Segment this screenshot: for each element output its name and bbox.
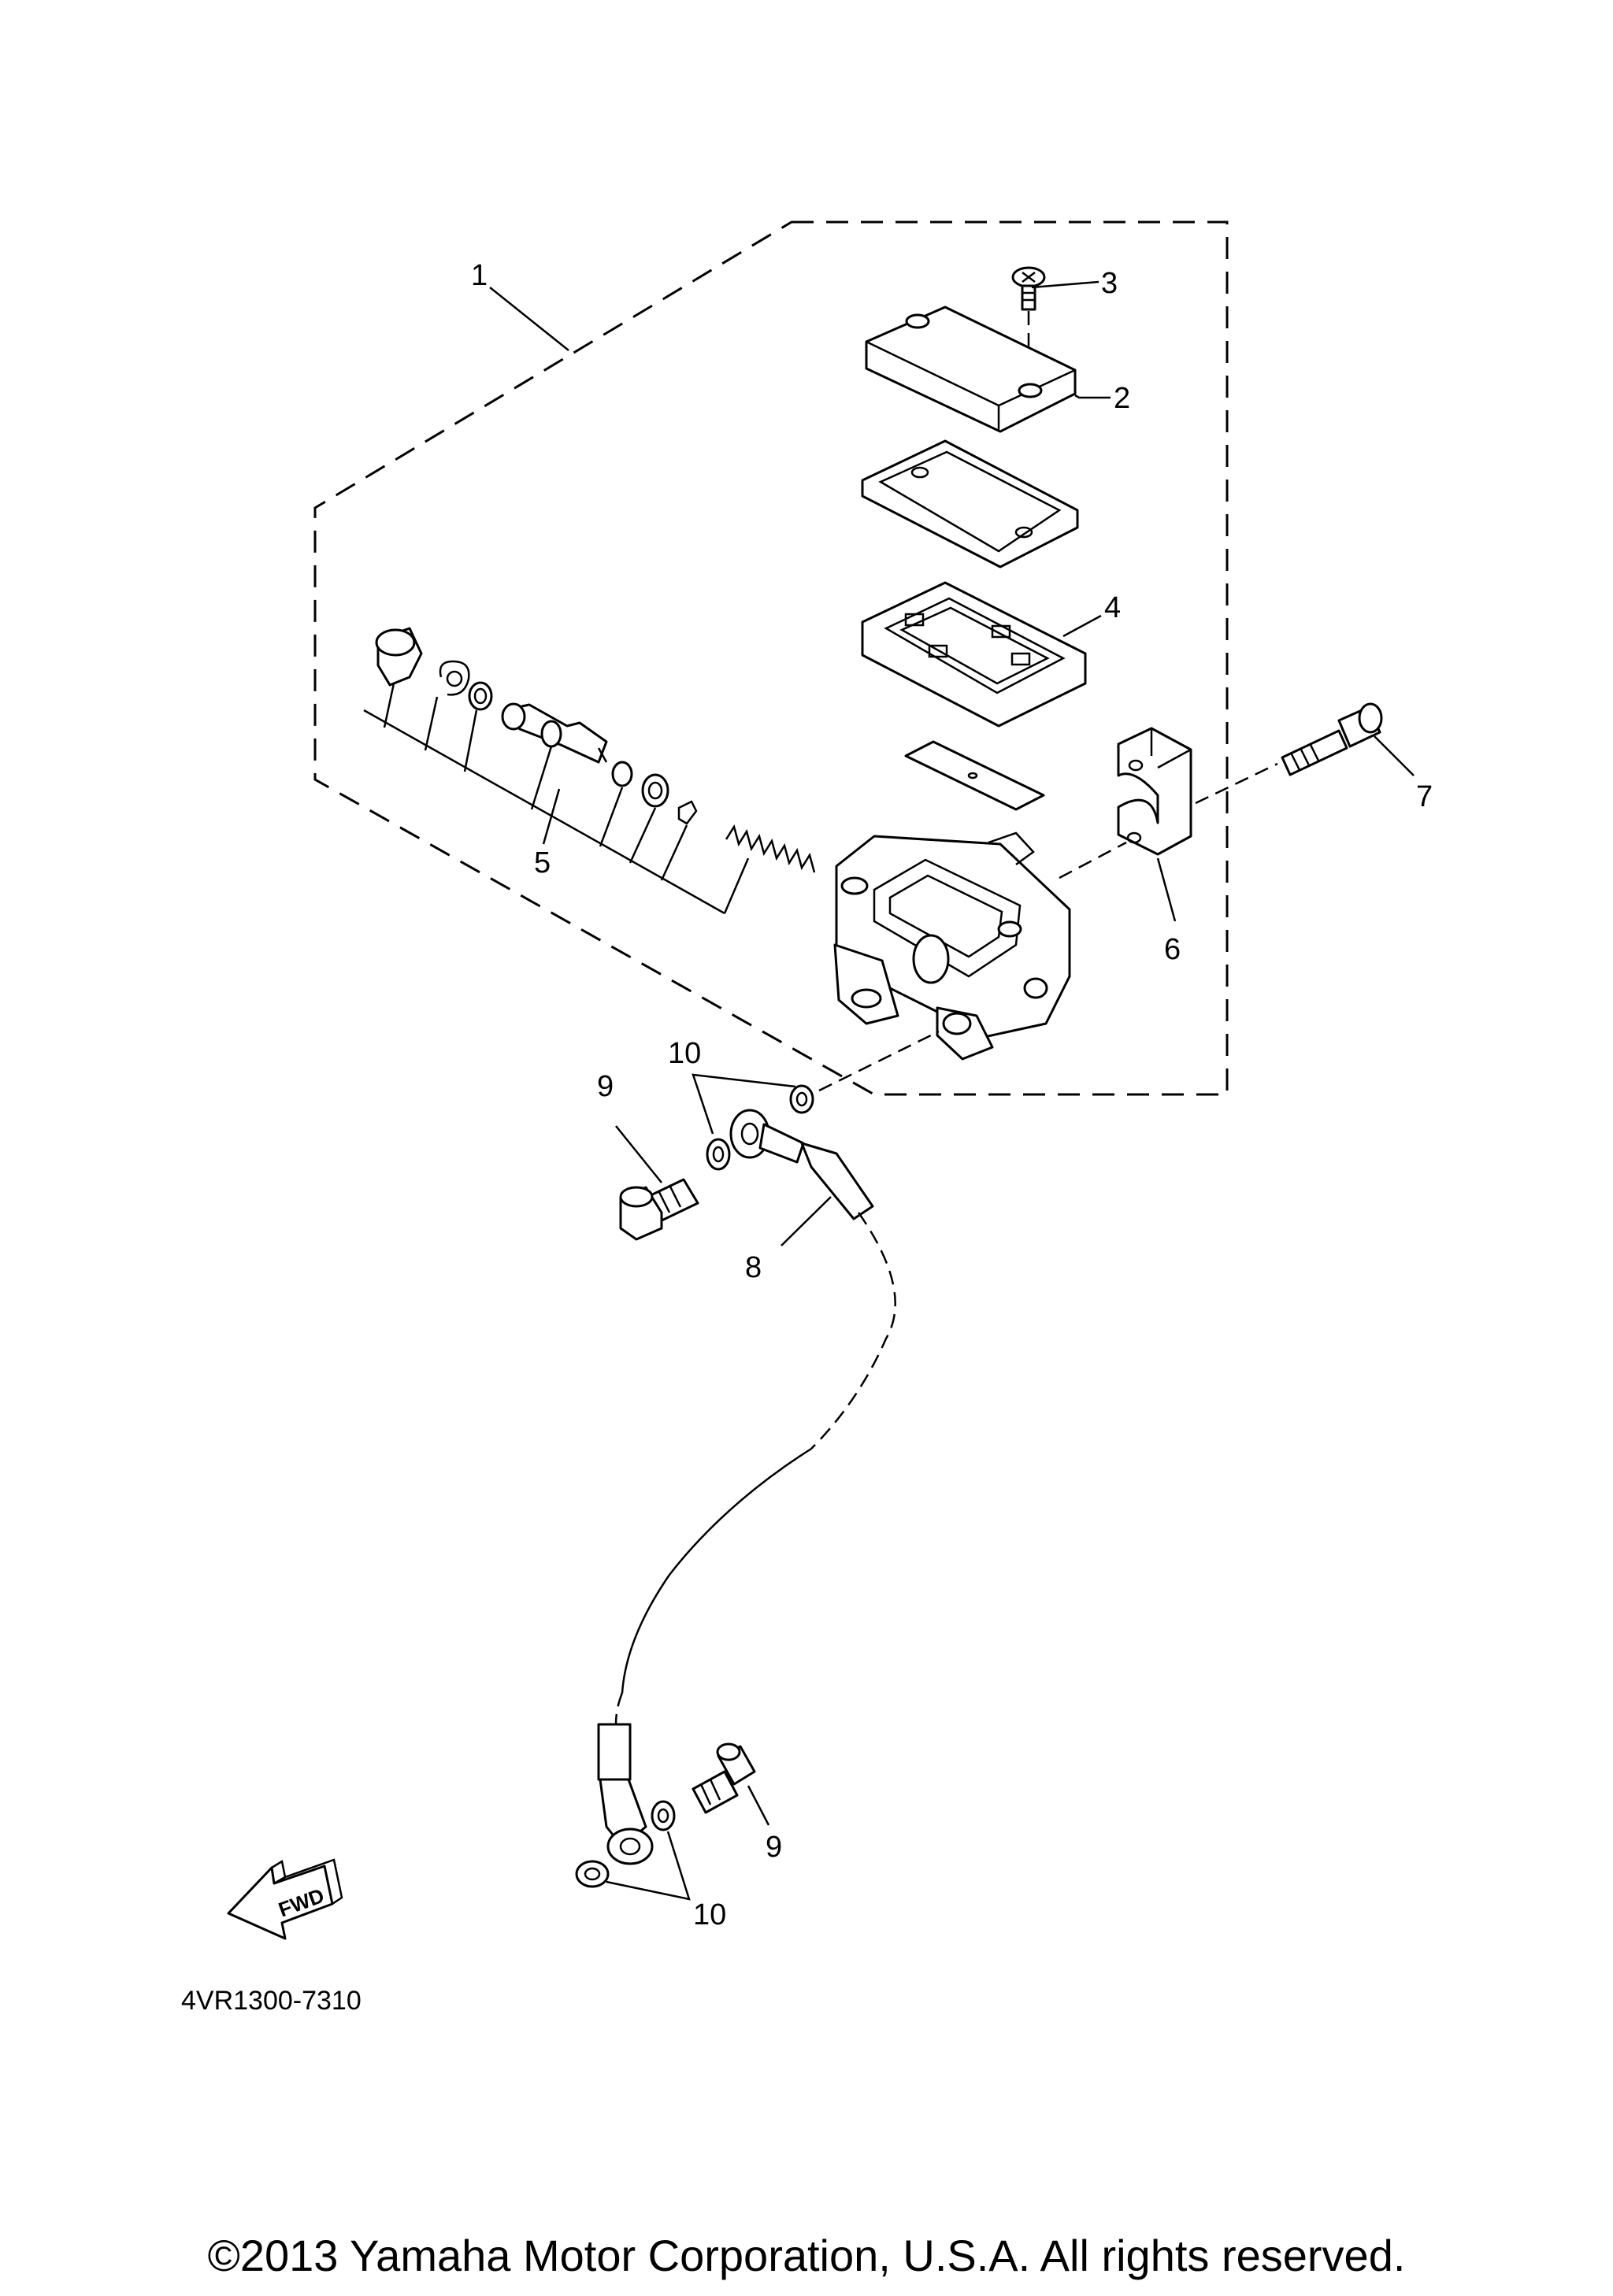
leader-8 bbox=[781, 1196, 832, 1246]
callout-4: 4 bbox=[1104, 591, 1121, 624]
leader-3 bbox=[1031, 280, 1099, 289]
washer bbox=[575, 1860, 610, 1888]
reservoir-cap bbox=[865, 306, 1077, 433]
washer bbox=[789, 1084, 814, 1114]
diagram-code: 4VR1300-7310 bbox=[181, 1986, 362, 2016]
holder-clamp bbox=[1117, 727, 1192, 856]
callout-9-upper: 9 bbox=[597, 1070, 614, 1103]
callout-7: 7 bbox=[1416, 780, 1433, 813]
callout-9-lower: 9 bbox=[766, 1831, 782, 1864]
leader-6 bbox=[1156, 857, 1177, 922]
cap-screw bbox=[1011, 266, 1046, 311]
callout-10-lower: 10 bbox=[693, 1898, 726, 1931]
axis-line bbox=[1195, 762, 1278, 805]
washer bbox=[651, 1800, 676, 1831]
master-cylinder-body bbox=[833, 831, 1071, 1061]
clamp-bolt bbox=[1281, 702, 1383, 776]
callout-6: 6 bbox=[1164, 933, 1181, 966]
diaphragm-plate bbox=[861, 439, 1079, 568]
leader-10b bbox=[606, 1831, 691, 1901]
leader-7 bbox=[1374, 735, 1415, 776]
piston-kit bbox=[363, 627, 816, 915]
callout-3: 3 bbox=[1101, 267, 1118, 300]
callout-5: 5 bbox=[534, 846, 551, 880]
callout-1: 1 bbox=[471, 259, 488, 292]
axis-line bbox=[818, 1030, 940, 1092]
leader-2 bbox=[1074, 394, 1111, 399]
brake-hose bbox=[597, 1109, 896, 1865]
leader-9a bbox=[615, 1125, 662, 1183]
axis-line bbox=[1059, 841, 1127, 880]
callout-8: 8 bbox=[745, 1251, 762, 1284]
leader-10a bbox=[692, 1073, 796, 1135]
diaphragm bbox=[861, 581, 1087, 728]
leader-9b bbox=[747, 1785, 770, 1826]
fwd-arrow-icon: FWD bbox=[227, 1858, 343, 1940]
callout-2: 2 bbox=[1114, 382, 1130, 415]
assembly-boundary bbox=[313, 220, 1229, 1096]
copyright-notice: ©2013 Yamaha Motor Corporation, U.S.A. A… bbox=[207, 2231, 1406, 2280]
washer bbox=[706, 1138, 731, 1171]
leader-1 bbox=[489, 287, 569, 351]
callout-10-upper: 10 bbox=[668, 1037, 701, 1070]
gasket-strip bbox=[904, 740, 1045, 811]
banjo-bolt-lower bbox=[692, 1742, 756, 1814]
banjo-bolt-upper bbox=[619, 1178, 699, 1241]
leader-4 bbox=[1062, 614, 1102, 638]
